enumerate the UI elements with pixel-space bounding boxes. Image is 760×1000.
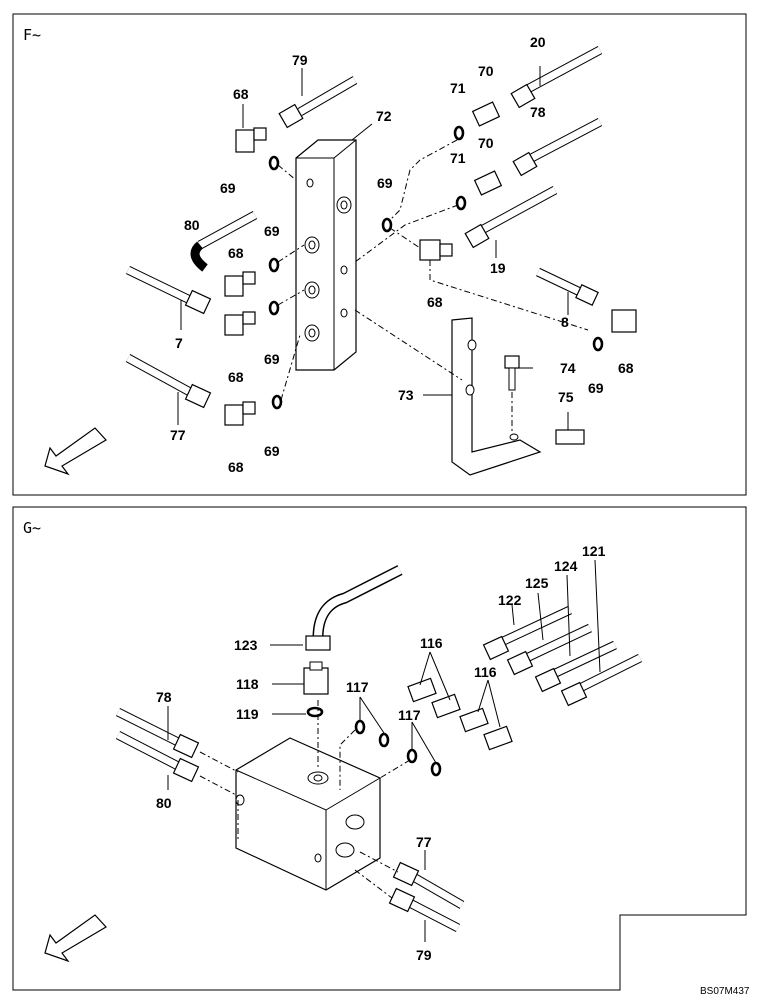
label-f-70-mid: 70 xyxy=(478,135,494,151)
label-f-68-d: 68 xyxy=(228,369,244,385)
label-f-19: 19 xyxy=(490,260,506,276)
direction-arrow-f xyxy=(44,427,107,476)
panel-f-title: F~ xyxy=(23,26,41,44)
label-g-124: 124 xyxy=(554,558,578,574)
label-f-71-mid: 71 xyxy=(450,150,466,166)
label-f-75: 75 xyxy=(558,389,574,405)
label-f-68-b: 68 xyxy=(228,245,244,261)
label-f-68-c: 68 xyxy=(427,294,443,310)
label-f-69-e: 69 xyxy=(588,380,604,396)
label-f-79-top: 79 xyxy=(292,52,308,68)
label-f-78: 78 xyxy=(530,104,546,120)
label-f-74: 74 xyxy=(560,360,576,376)
label-f-70-top: 70 xyxy=(478,63,494,79)
panel-g-title: G~ xyxy=(23,519,41,537)
label-g-118: 118 xyxy=(236,676,259,692)
label-g-117-a: 117 xyxy=(346,679,369,695)
label-f-69-b: 69 xyxy=(377,175,393,191)
label-f-68-top: 68 xyxy=(233,86,249,102)
label-g-117-b: 117 xyxy=(398,707,421,723)
drawing-code: BS07M437 xyxy=(700,986,750,997)
label-f-7: 7 xyxy=(175,335,183,351)
labels-g: 121 124 125 122 123 116 118 117 116 119 … xyxy=(156,543,606,963)
label-f-68-e: 68 xyxy=(618,360,634,376)
panel-f-drawing xyxy=(44,46,637,476)
direction-arrow-g xyxy=(44,914,107,963)
label-g-123: 123 xyxy=(234,637,258,653)
label-f-73: 73 xyxy=(398,387,414,403)
label-f-69-a: 69 xyxy=(220,180,236,196)
label-g-121: 121 xyxy=(582,543,606,559)
label-f-77: 77 xyxy=(170,427,186,443)
manifold-block-g xyxy=(235,737,381,891)
label-f-72: 72 xyxy=(376,108,392,124)
label-g-116-a: 116 xyxy=(420,635,443,651)
label-f-68-f: 68 xyxy=(228,459,244,475)
label-g-116-b: 116 xyxy=(474,664,497,680)
label-f-80: 80 xyxy=(184,217,200,233)
label-f-71-top: 71 xyxy=(450,80,466,96)
label-g-122: 122 xyxy=(498,592,522,608)
panel-f-frame xyxy=(12,13,747,496)
panel-g-drawing xyxy=(44,559,643,963)
labels-f: 79 20 70 71 78 68 72 69 69 71 70 80 69 6… xyxy=(170,34,634,475)
panel-g-frame xyxy=(12,506,747,991)
label-f-20: 20 xyxy=(530,34,546,50)
label-g-125: 125 xyxy=(525,575,549,591)
bracket-73 xyxy=(451,317,542,476)
label-f-8: 8 xyxy=(561,314,569,330)
label-g-79: 79 xyxy=(416,947,432,963)
label-f-69-c: 69 xyxy=(264,223,280,239)
label-g-78: 78 xyxy=(156,689,172,705)
label-g-119: 119 xyxy=(236,706,259,722)
label-f-69-f: 69 xyxy=(264,443,280,459)
label-g-80: 80 xyxy=(156,795,172,811)
label-f-69-d: 69 xyxy=(264,351,280,367)
label-g-77: 77 xyxy=(416,834,432,850)
